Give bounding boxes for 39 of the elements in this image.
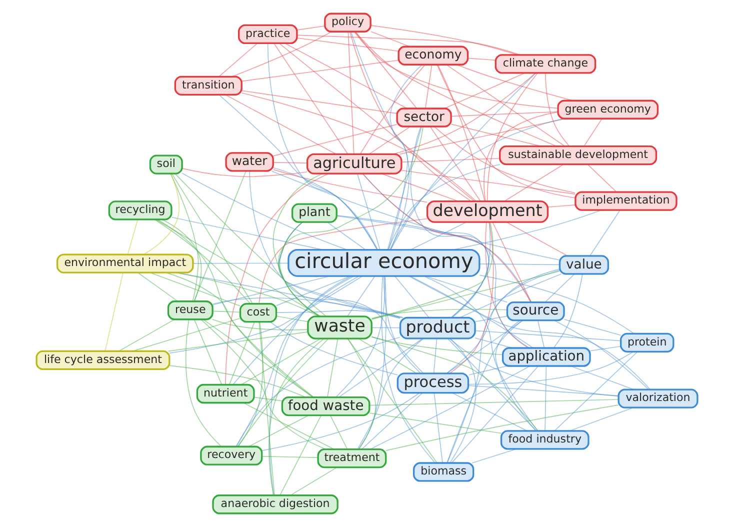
node-box: climate change xyxy=(494,54,596,74)
node-box: anaerobic digestion xyxy=(212,494,338,514)
node-box: circular economy xyxy=(287,248,480,277)
connector xyxy=(270,170,560,260)
node-box: life cycle assessment xyxy=(35,350,170,370)
node-box: food waste xyxy=(280,396,370,416)
node-box: recovery xyxy=(200,446,262,466)
connector xyxy=(446,320,522,374)
node-box: source xyxy=(506,301,564,322)
node-box: nutrient xyxy=(196,384,254,404)
node-box: valorization xyxy=(617,388,698,408)
node-box: soil xyxy=(148,154,182,174)
node-box: waste xyxy=(306,316,372,340)
node-box: development xyxy=(426,200,548,223)
connector xyxy=(446,270,560,374)
node-box: protein xyxy=(620,332,674,352)
node-box: practice xyxy=(237,24,298,44)
node-box: biomass xyxy=(412,462,474,482)
node-box: plant xyxy=(290,203,337,223)
node-box: reuse xyxy=(166,300,213,320)
node-box: environmental impact xyxy=(56,254,194,274)
node-box: sustainable development xyxy=(498,146,657,166)
node-box: water xyxy=(224,152,274,172)
node-box: value xyxy=(558,255,609,275)
node-box: sector xyxy=(396,108,452,128)
connector xyxy=(258,218,427,304)
node-box: green economy xyxy=(556,100,658,120)
node-box: agriculture xyxy=(306,153,402,174)
node-box: transition xyxy=(174,76,242,96)
node-box: process xyxy=(396,372,469,394)
node-box: policy xyxy=(324,12,371,32)
node-box: treatment xyxy=(316,448,386,468)
node-box: economy xyxy=(397,46,468,66)
node-box: recycling xyxy=(108,200,172,220)
node-box: product xyxy=(398,316,476,340)
node-box: application xyxy=(501,347,590,367)
node-box: cost xyxy=(238,302,277,323)
node-box: food industry xyxy=(500,430,589,450)
node-box: implementation xyxy=(574,191,677,211)
